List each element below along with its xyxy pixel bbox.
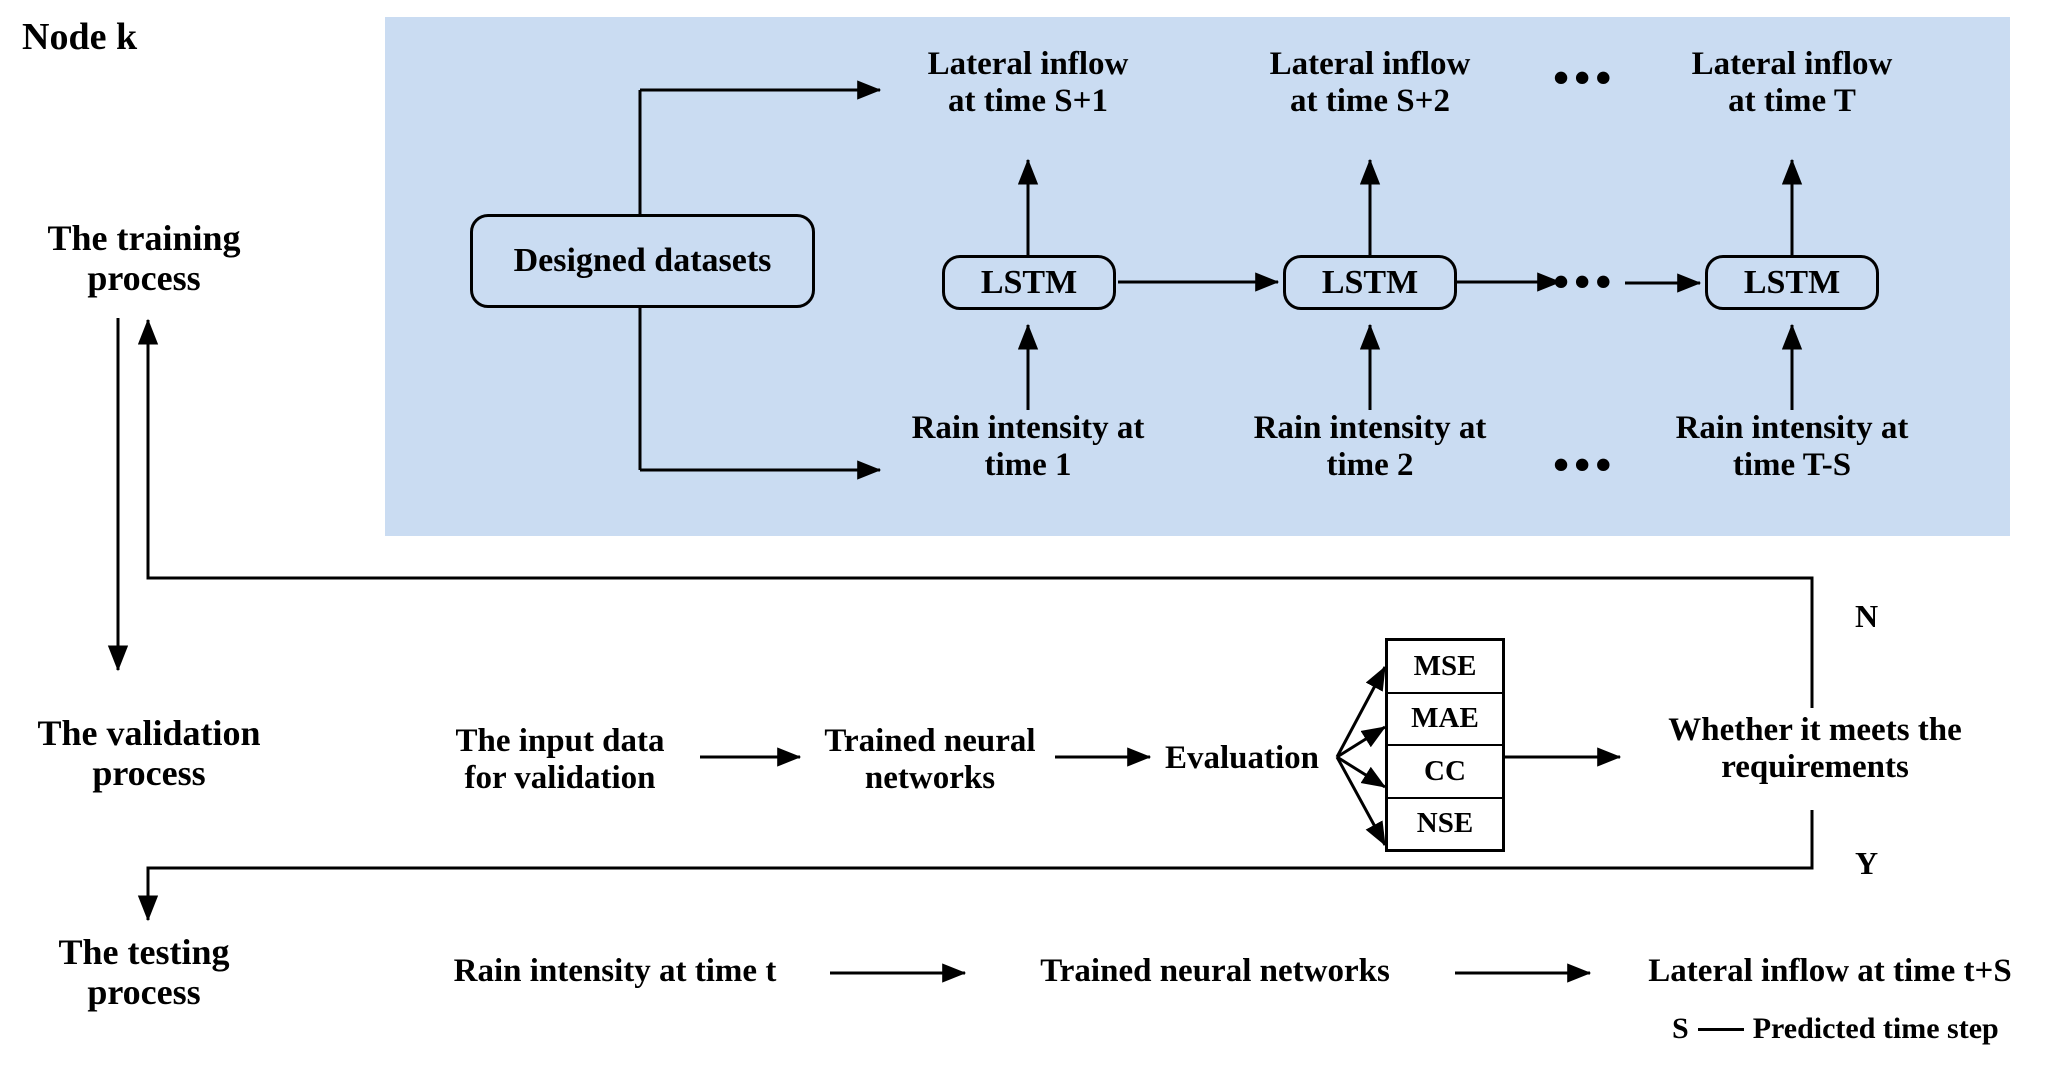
lstm-box-1[interactable]: LSTM [942, 255, 1116, 310]
ellipsis-bottom: ••• [1553, 439, 1617, 490]
stage-label-testing: The testing process [58, 932, 230, 1013]
validation-model-label: Trained neural networks [824, 723, 1036, 796]
validation-input-label: The input data for validation [455, 723, 665, 796]
evaluation-label: Evaluation [1164, 740, 1320, 776]
lstm-label-1: LSTM [980, 263, 1078, 301]
decision-label: Whether it meets the requirements [1668, 712, 1962, 785]
stage-label-training: The training process [47, 218, 241, 299]
legend-rule-icon [1697, 1027, 1744, 1031]
lateral-inflow-label-2: Lateral inflow at time S+2 [1269, 46, 1471, 119]
lstm-box-2[interactable]: LSTM [1283, 255, 1457, 310]
lstm-box-3[interactable]: LSTM [1705, 255, 1879, 310]
designed-datasets-box[interactable]: Designed datasets [470, 214, 815, 308]
branch-label-yes: Y [1855, 845, 1879, 881]
metric-cell-cc: CC [1388, 746, 1502, 799]
testing-model-label: Trained neural networks [1040, 953, 1390, 989]
branch-label-no: N [1855, 598, 1879, 634]
testing-input-label: Rain intensity at time t [453, 953, 777, 989]
testing-output-label: Lateral inflow at time t+S [1648, 953, 2012, 989]
lstm-label-3: LSTM [1743, 263, 1841, 301]
metric-cell-mae: MAE [1388, 694, 1502, 746]
legend-symbol: S [1672, 1012, 1689, 1045]
rain-intensity-label-3: Rain intensity at time T-S [1675, 410, 1909, 483]
legend: S Predicted time step [1672, 1012, 1999, 1046]
lateral-inflow-label-1: Lateral inflow at time S+1 [927, 46, 1129, 119]
metric-cell-mse: MSE [1388, 641, 1502, 694]
metric-cell-nse: NSE [1416, 807, 1474, 840]
rain-intensity-label-2: Rain intensity at time 2 [1253, 410, 1487, 483]
stage-label-validation: The validation process [37, 713, 261, 794]
ellipsis-top: ••• [1553, 52, 1617, 103]
lstm-label-2: LSTM [1321, 263, 1419, 301]
node-title: Node k [22, 16, 138, 58]
legend-meaning: Predicted time step [1752, 1012, 1999, 1045]
lateral-inflow-label-3: Lateral inflow at time T [1691, 46, 1893, 119]
designed-datasets-label: Designed datasets [513, 242, 772, 279]
ellipsis-middle: ••• [1553, 256, 1617, 307]
metrics-table: MSE MAE CC NSE [1385, 638, 1505, 852]
rain-intensity-label-1: Rain intensity at time 1 [911, 410, 1145, 483]
